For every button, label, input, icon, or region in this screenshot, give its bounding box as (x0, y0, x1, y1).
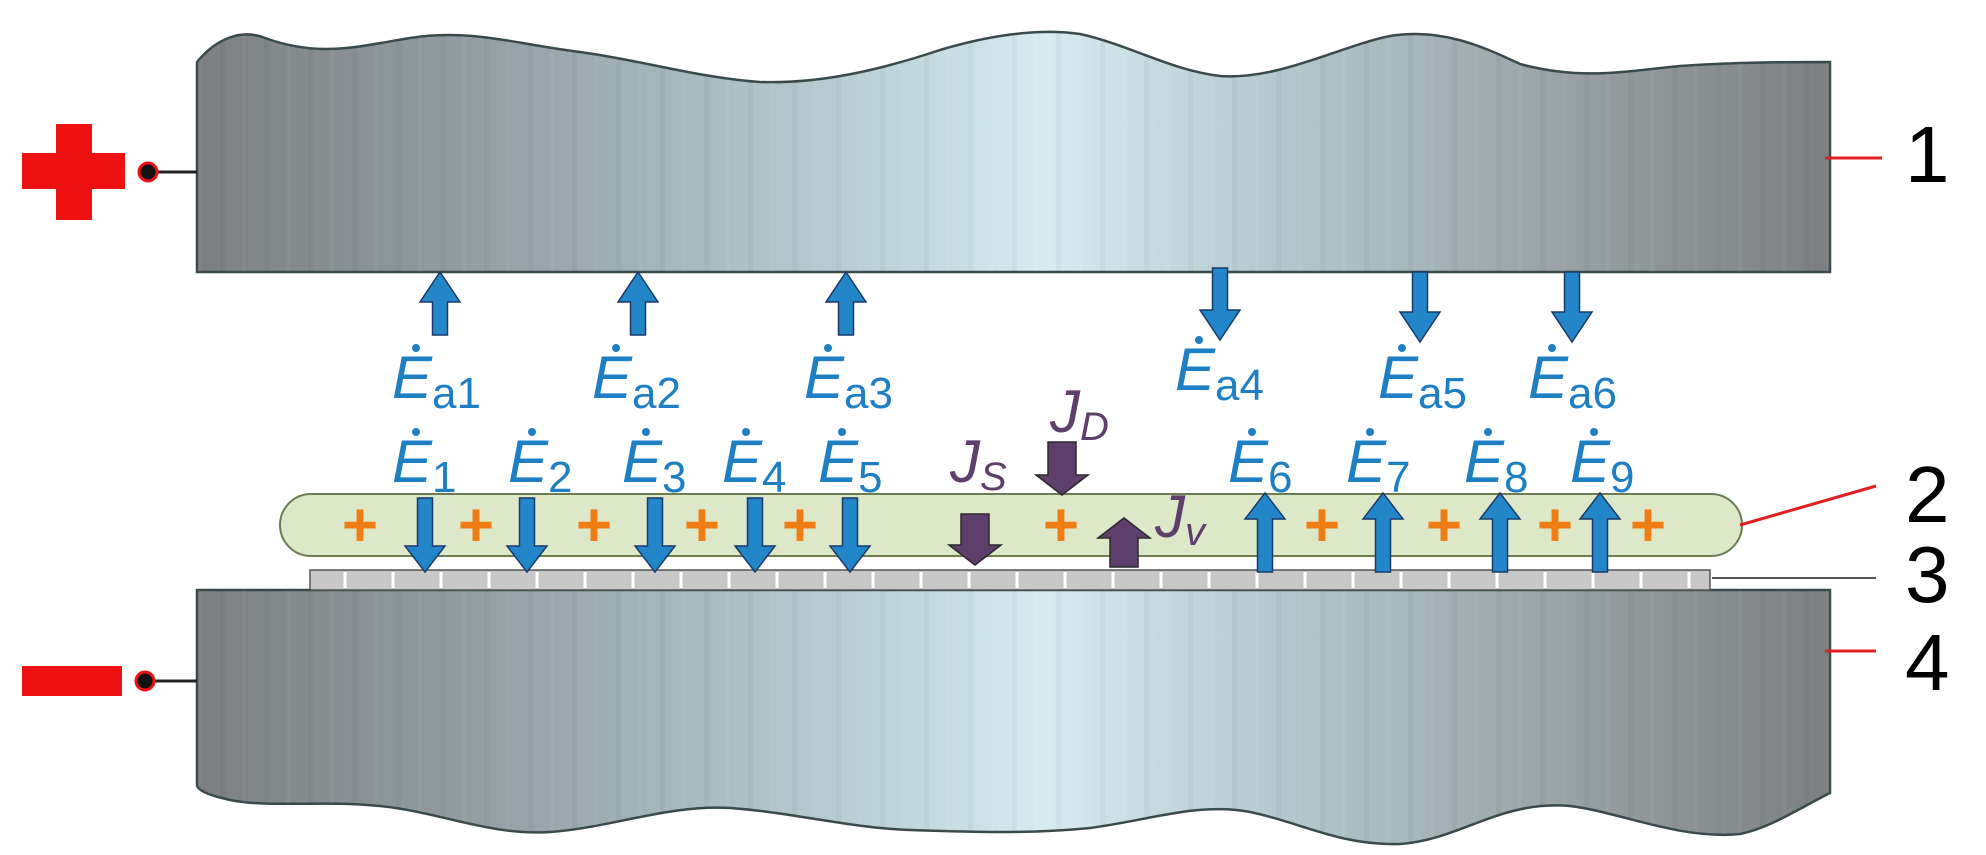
negative-node (134, 670, 156, 692)
positive-charge: + (576, 491, 612, 560)
positive-node (137, 161, 159, 183)
field-label-layer-7: E7 (1346, 428, 1411, 502)
derivative-dot (1398, 344, 1406, 352)
charges-group: + + + + + + + + + + (342, 491, 1666, 560)
field-arrow-layer-5 (828, 497, 872, 574)
current-arrow-s (946, 513, 1004, 566)
field-arrow-layer-2 (505, 497, 549, 574)
positive-charge: + (782, 491, 818, 560)
field-arrow-gap-2 (616, 270, 660, 336)
field-arrow-layer-6 (1243, 491, 1287, 573)
derivative-dot (1195, 336, 1203, 344)
derivative-dot (742, 428, 750, 436)
field-label-gap-4: Ea4 (1175, 336, 1264, 410)
current-label-s: JS (949, 428, 1007, 499)
field-label-layer-1: E1 (392, 428, 457, 502)
positive-charge: + (458, 491, 494, 560)
charged-layer (279, 493, 1743, 557)
field-arrow-gap-5 (1398, 271, 1442, 344)
positive-charge: + (684, 491, 720, 560)
field-label-layer-6: E6 (1228, 428, 1293, 502)
field-arrow-layer-4 (733, 497, 777, 574)
field-arrow-layer-1 (403, 497, 447, 574)
callout-2: 2 (1905, 450, 1950, 539)
field-arrow-gap-3 (824, 270, 868, 336)
field-label-layer-4: E4 (722, 428, 787, 502)
field-label-layer-9: E9 (1570, 428, 1635, 502)
derivative-dot (838, 428, 846, 436)
callout-3: 3 (1905, 530, 1950, 619)
callout-4: 4 (1905, 618, 1950, 707)
field-label-layer-8: E8 (1464, 428, 1529, 502)
field-label-gap-1: Ea1 (392, 344, 481, 418)
callout-leaders (1712, 156, 1882, 653)
positive-charge: + (1537, 491, 1573, 560)
current-arrow-d (1033, 441, 1091, 496)
derivative-dot (1366, 428, 1374, 436)
field-label-gap-6: Ea6 (1528, 344, 1617, 418)
derivative-dot (412, 344, 420, 352)
field-arrow-layer-9 (1578, 491, 1622, 573)
derivative-dot (528, 428, 536, 436)
field-arrow-gap-1 (418, 270, 462, 336)
positive-charge: + (1304, 491, 1340, 560)
derivative-dot (1248, 428, 1256, 436)
field-label-gap-3: Ea3 (804, 344, 893, 418)
dielectric-strip (309, 569, 1711, 591)
derivative-dot (612, 344, 620, 352)
derivative-dot (1484, 428, 1492, 436)
field-arrow-layer-7 (1361, 491, 1405, 573)
derivative-dot (1548, 344, 1556, 352)
current-arrows-group (946, 441, 1153, 568)
plus-sign-vertical (56, 124, 92, 220)
field-arrow-layer-3 (633, 497, 677, 574)
positive-charge: + (342, 491, 378, 560)
current-arrow-v (1095, 517, 1153, 568)
callout-1: 1 (1905, 110, 1950, 199)
field-arrow-gap-6 (1550, 271, 1594, 344)
field-label-layer-2: E2 (508, 428, 573, 502)
positive-terminal (22, 124, 197, 220)
derivative-dot (824, 344, 832, 352)
field-label-gap-5: Ea5 (1378, 344, 1467, 418)
field-arrow-layer-8 (1478, 491, 1522, 573)
positive-charge: + (1043, 491, 1079, 560)
minus-sign (22, 666, 122, 696)
leader-2 (1739, 484, 1877, 527)
positive-charge: + (1630, 491, 1666, 560)
field-arrow-gap-4 (1198, 267, 1242, 342)
field-label-gap-2: Ea2 (592, 344, 681, 418)
bottom-electrode (195, 588, 1832, 846)
negative-terminal (22, 666, 197, 696)
field-arrows-group (403, 267, 1622, 574)
top-electrode (195, 30, 1832, 274)
derivative-dot (642, 428, 650, 436)
current-label-d: JD (1049, 378, 1109, 449)
derivative-dot (412, 428, 420, 436)
positive-charge: + (1426, 491, 1462, 560)
derivative-dot (1590, 428, 1598, 436)
field-label-layer-5: E5 (818, 428, 883, 502)
current-label-v: Jv (1154, 483, 1207, 554)
field-label-layer-3: E3 (622, 428, 687, 502)
